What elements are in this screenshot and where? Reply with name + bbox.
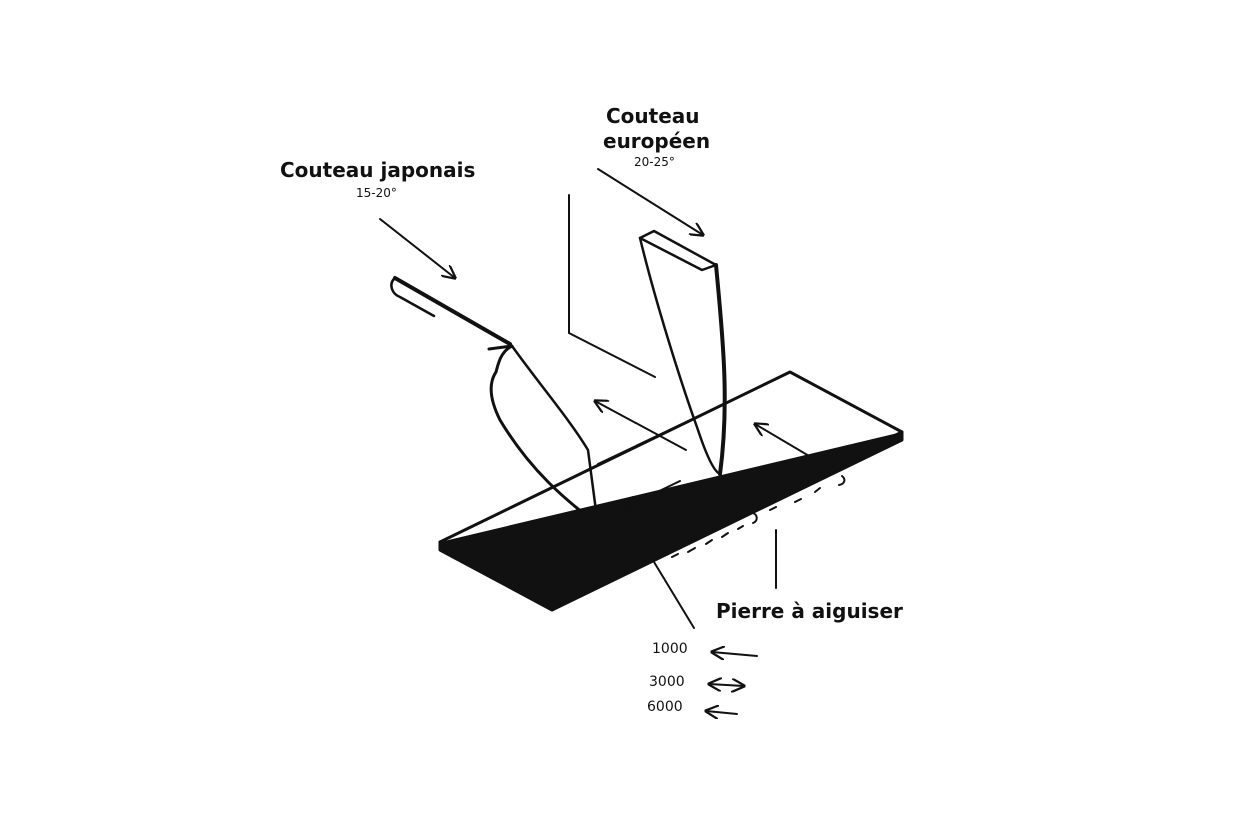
european-knife-label-line1: Couteau <box>606 104 700 128</box>
japanese-knife-icon <box>390 276 615 542</box>
whetstone-label: Pierre à aiguiser <box>716 599 903 623</box>
japanese-knife-label: Couteau japonais <box>280 158 476 182</box>
edge-marks <box>671 475 846 558</box>
japanese-knife-angle: 15-20° <box>356 186 397 200</box>
reference-lines <box>568 194 681 465</box>
motion-arrows <box>379 168 827 508</box>
leader-lines <box>653 529 777 629</box>
grit-arrows <box>706 652 758 714</box>
european-knife-angle: 20-25° <box>634 155 675 169</box>
grit-1000: 1000 <box>652 641 688 657</box>
european-knife-icon <box>638 229 727 476</box>
grit-6000: 6000 <box>647 699 683 715</box>
grit-3000: 3000 <box>649 674 685 690</box>
european-knife-label-line2: européen <box>603 129 711 153</box>
whetstone <box>438 370 904 612</box>
